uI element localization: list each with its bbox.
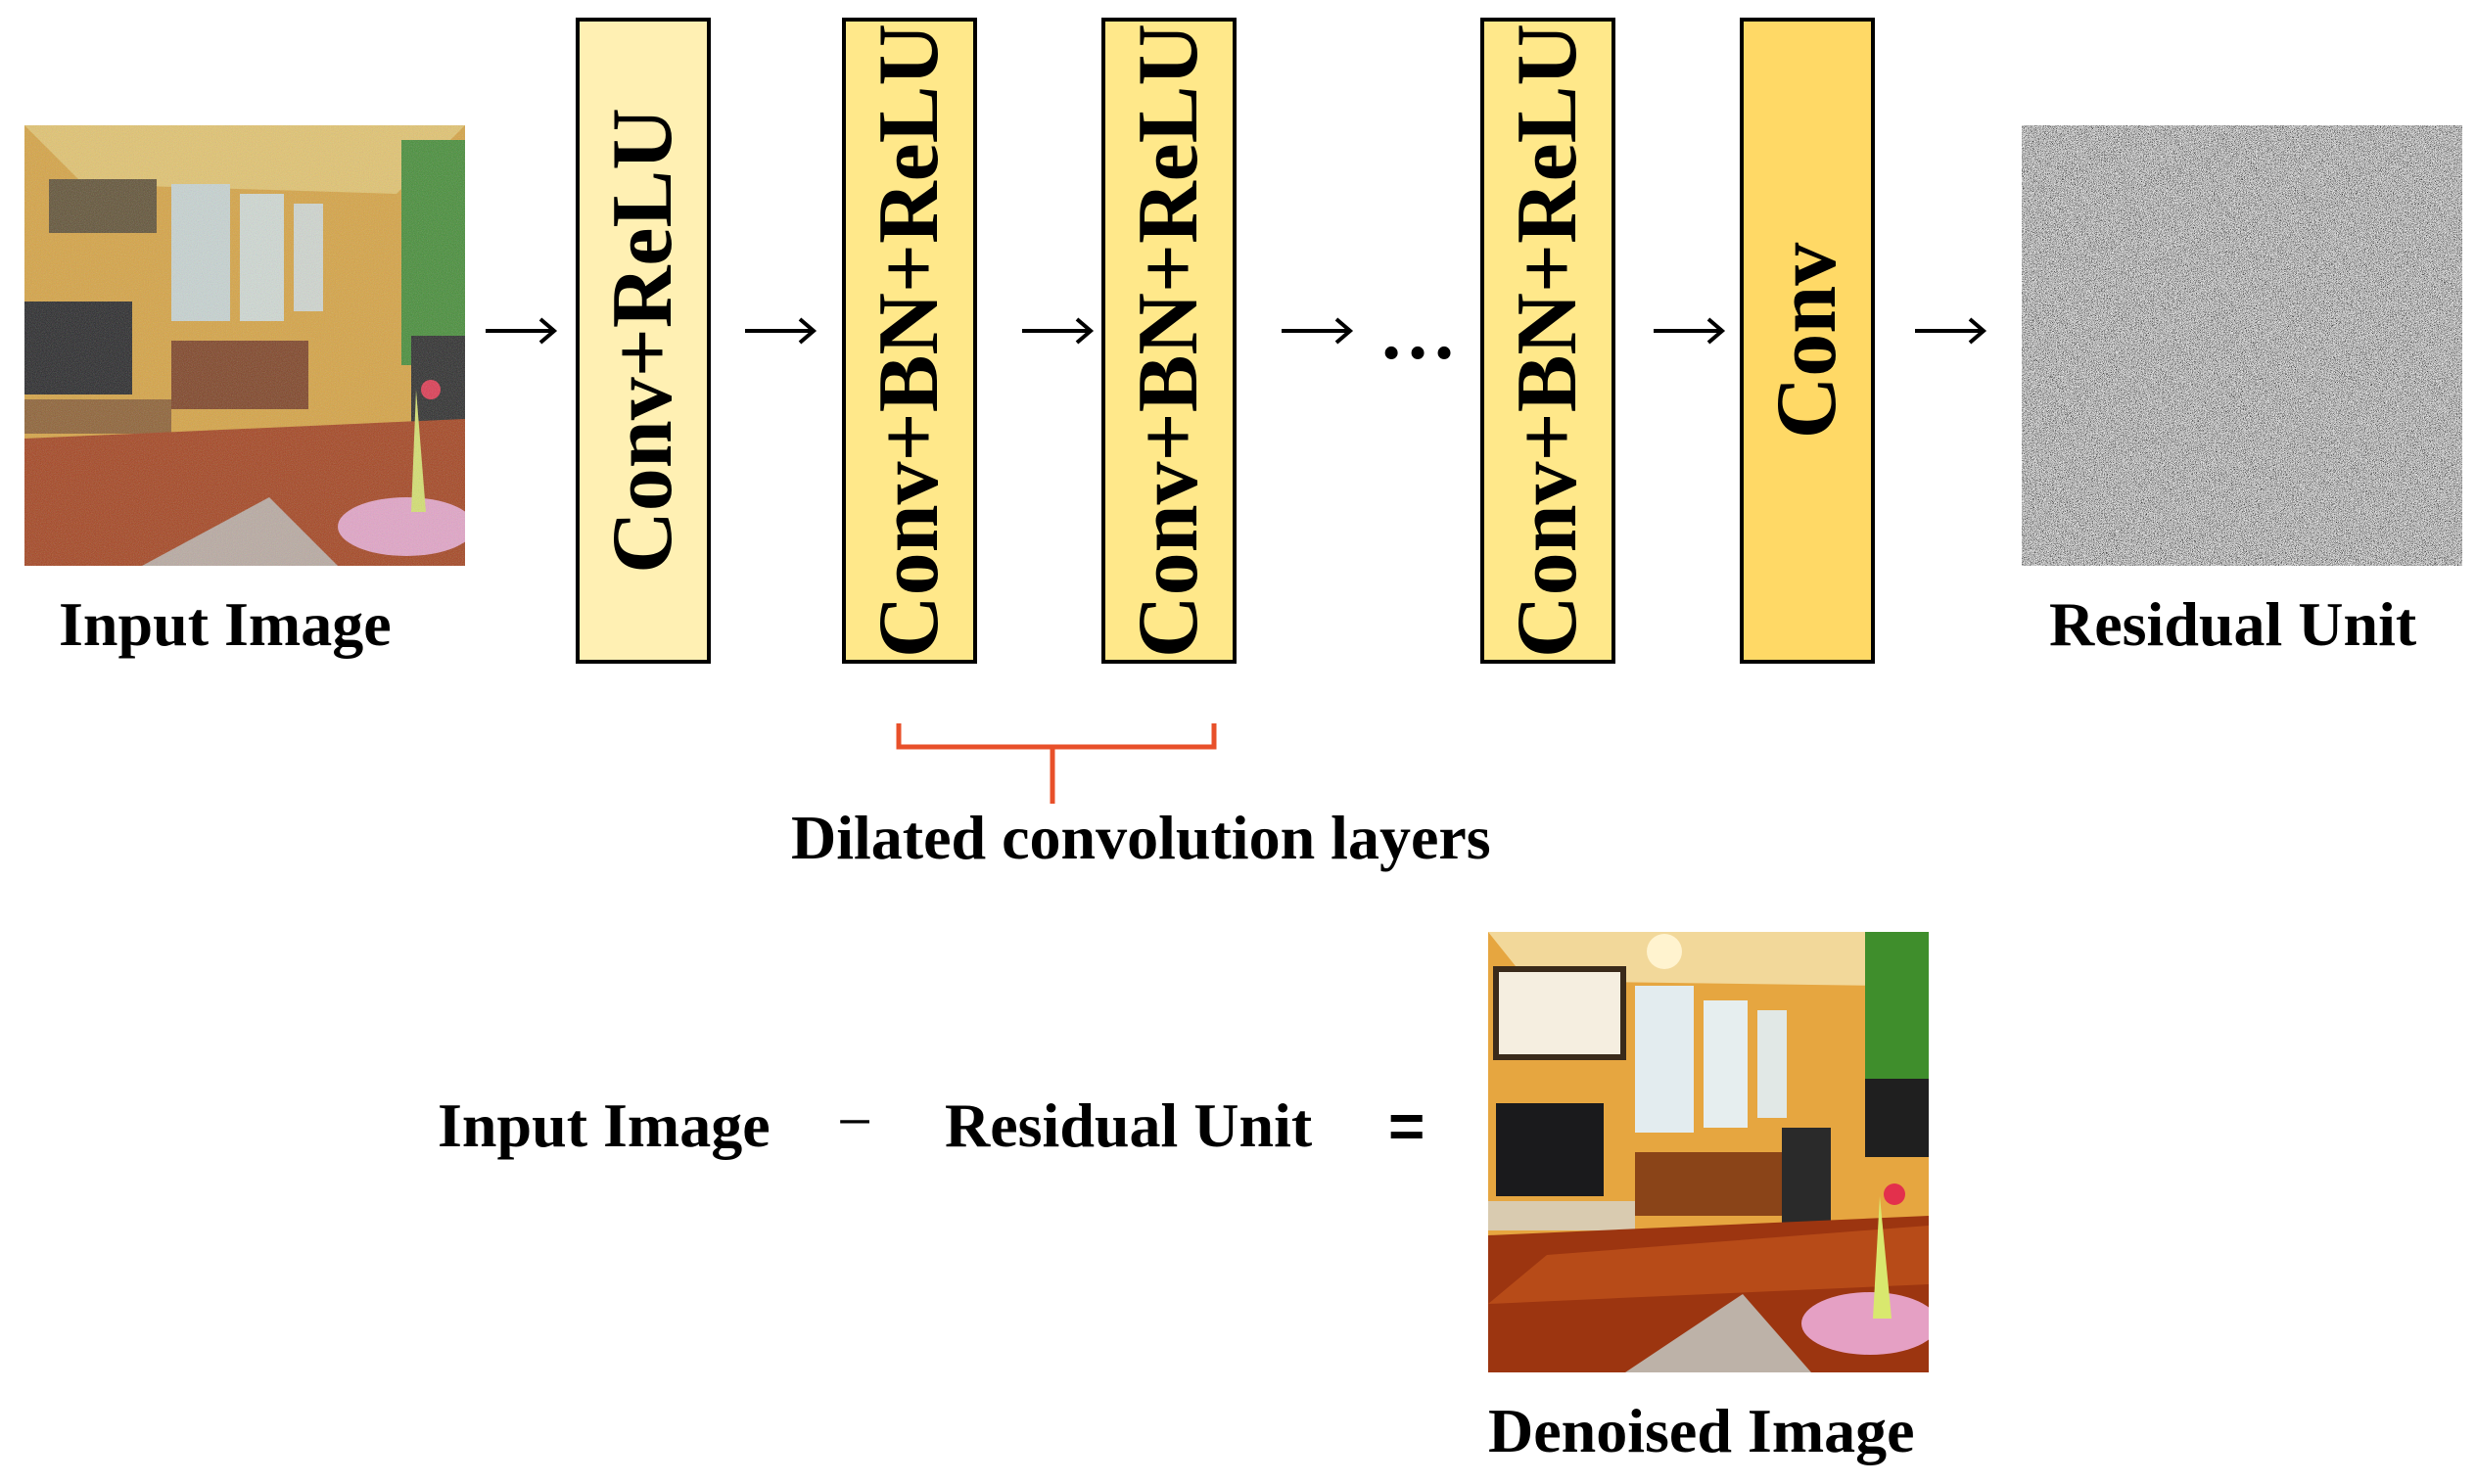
dilated-layers-label: Dilated convolution layers (791, 803, 1491, 872)
layer-label: Conv+ReLU (595, 108, 690, 574)
dilated-layers-bracket (896, 723, 1217, 804)
denoised-image-label: Denoised Image (1488, 1396, 1915, 1465)
layer-block-conv-bn-relu-3: Conv+BN+ReLU (1480, 18, 1615, 664)
equation-equals-sign: = (1388, 1090, 1425, 1161)
ellipsis: … (1378, 290, 1457, 376)
arrow-5 (1654, 317, 1726, 345)
layer-label: Conv+BN+ReLU (1121, 23, 1216, 658)
layer-block-conv-relu: Conv+ReLU (576, 18, 711, 664)
arrow-1 (486, 317, 558, 345)
residual-unit-image (2022, 125, 2462, 566)
equation-minus-sign: − (837, 1087, 873, 1156)
arrow-4 (1282, 317, 1354, 345)
arrow-2 (745, 317, 818, 345)
residual-unit-label: Residual Unit (2049, 589, 2417, 659)
equation-term-input-image: Input Image (438, 1090, 771, 1160)
layer-label: Conv+BN+ReLU (862, 23, 957, 658)
arrow-3 (1022, 317, 1095, 345)
input-image-label: Input Image (59, 589, 392, 659)
layer-label: Conv+BN+ReLU (1500, 23, 1595, 658)
layer-block-conv: Conv (1740, 18, 1875, 664)
layer-block-conv-bn-relu-2: Conv+BN+ReLU (1101, 18, 1237, 664)
equation-term-residual-unit: Residual Unit (945, 1090, 1313, 1160)
input-image (24, 125, 465, 566)
arrow-6 (1915, 317, 1987, 345)
denoised-image (1488, 932, 1929, 1372)
layer-block-conv-bn-relu-1: Conv+BN+ReLU (842, 18, 977, 664)
layer-label: Conv (1759, 242, 1854, 440)
